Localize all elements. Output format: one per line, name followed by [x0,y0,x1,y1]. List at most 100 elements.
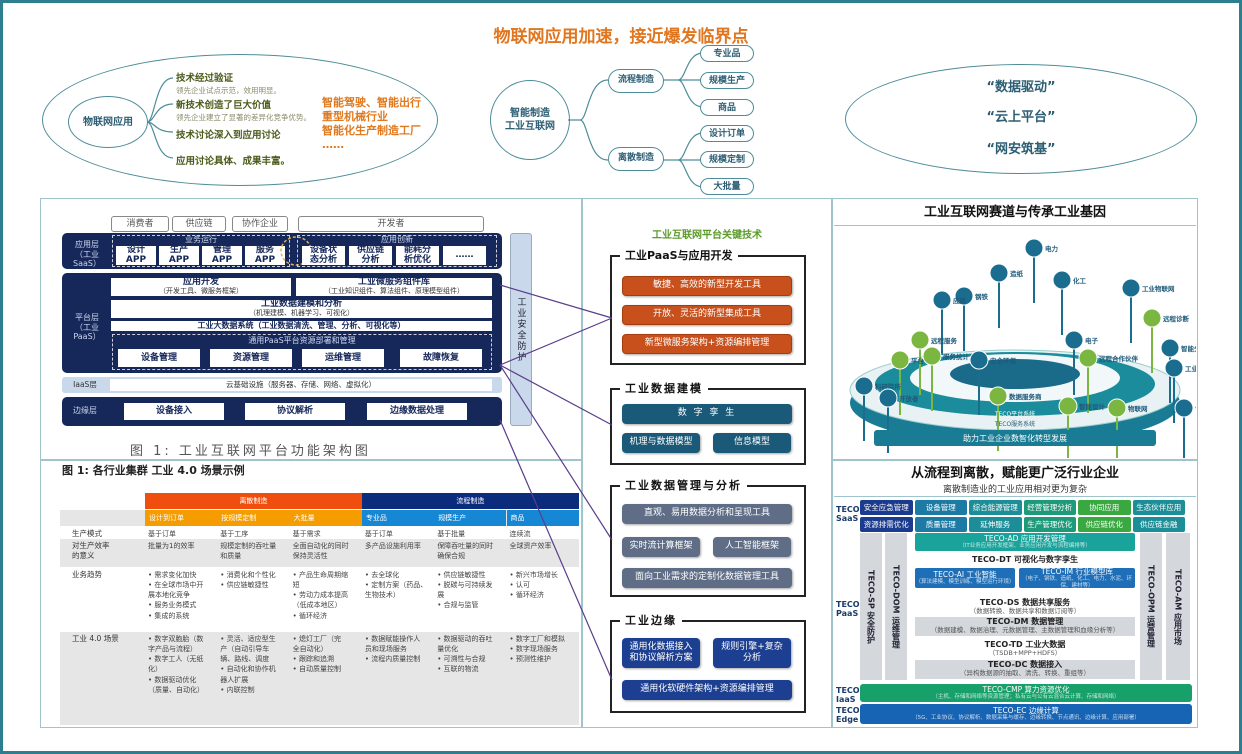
row-label: 工业 4.0 场景 [72,634,119,643]
branch-process-mfg: 流程制造 [608,69,664,93]
table-cell: • 数据赋能操作人 员和现场服务 • 流程内质量控制 [364,635,421,664]
innovation-app: 能耗分析优化 [396,245,439,265]
ring-label: TECO服务系统 [994,420,1035,428]
teco-sp-column: TECO-SP 安全防护 [860,533,882,680]
teco-am-column: TECO-AM 应用市场 [1166,533,1190,680]
industry-node-label: 开放者 [899,394,919,403]
industry-node-label: 专家资源 [1195,404,1196,413]
biz-ops-group [112,235,290,267]
table-cell: 基于批量 [437,530,466,538]
industry-node-label: 造纸 [1010,269,1024,278]
industry-node-icon [989,263,1009,283]
resource-item: 故障恢复 [400,349,482,367]
industry-node-icon [1121,278,1141,298]
row-label: 对生产效率 的意义 [72,541,110,560]
industry-node-label: 平台 [911,356,925,365]
table-cell: 规模定制的吞吐量 和质量 [220,542,277,561]
iaas-layer-label: IaaS层 [73,380,97,389]
tech-item: 面向工业需求的定制化数据管理工具 [622,568,792,588]
table-cell: • 数字工厂和模拟 • 数字现场服务 • 预测性维护 [509,635,565,664]
table-cell: • 产品生命周期缩 短 • 劳动力成本提高 （低成本地区） • 循环经济 [292,571,348,620]
slogan-2: “云上平台” [986,110,1056,125]
industry-node-label: 安全环保 [990,356,1017,365]
table-cell: 基于工序 [220,530,249,538]
industry-node-icon [854,376,874,396]
leaf-node: 规模定制 [700,151,754,168]
slogan-1: “数据驱动” [986,80,1056,95]
table-cell: • 灵活、适应型生 产（自动引导车 辆、路线、调度 • 自动化和协作机 器人扩展… [220,635,276,694]
table-cell: • 消费化和个性化 • 供应链敏捷性 [220,571,276,590]
tech-group-title: 工业PaaS与应用开发 [620,247,738,263]
teco-cmp-box: TECO-CMP 算力资源优化（主机、存储和网络等资源管理；私有云与公有云混合云… [860,684,1192,702]
slogan-ellipse [845,64,1197,174]
iot-app-ellipse [42,54,438,186]
teco-saas-item: 经营管理分析 [1023,500,1076,515]
column-header: 设计到订单 [145,510,218,526]
industry-node-label: 工业物联网 [1142,284,1175,293]
resource-item: 资源管理 [210,349,292,367]
table-cell: • 去全球化 • 定制方案（药品、 生物技术） [364,571,428,600]
teco-im-box: TECO-IM 行业模型库（电子、钢铁、造纸、化工、电力、水泥、环保、建材等） [1019,567,1135,589]
leaf-node: 设计订单 [700,125,754,142]
arch-caption: 图 1: 工业互联网平台功能架构图 [130,444,371,459]
column-header: 商品（commodities） [506,510,579,538]
industry-node-label: 远程合作伙伴 [1099,354,1139,363]
teco-paas-label: TECO PaaS [836,600,860,619]
leaf-node: 规模生产 [700,72,754,89]
ecosystem-diagram: 电力造纸化工钢铁应用工业物联网远程服务电子远程诊断远程合作伙伴服务统计分析安全环… [849,238,1196,458]
biz-ops-label: 业务运行 [185,235,217,244]
iot-item-2: 新技术创造了巨大价值领先企业建立了显著的差异化竞争优势。 [176,100,311,122]
user-tag: 开发者 [298,216,484,232]
industry-node-label: 远程服务 [931,336,958,345]
user-tag: 供应链 [172,216,226,232]
resource-item: 设备管理 [118,349,200,367]
iaas-content: 云基础设施（服务器、存储、网络、虚拟化） [110,379,492,391]
teco-saas-item: 质量管理 [914,517,967,532]
industry-node-label: 物联网 [1128,404,1148,413]
tech-item: 新型微服务架构+资源编排管理 [622,334,792,354]
teco-saas-item: 资源排需优化 [860,517,913,532]
leaf-node: 专业品 [700,45,754,62]
tech-item: 实时流计算框架 [622,537,700,557]
teco-ai-box: TECO-AI 工业智能（算法建模、模型训练、模型运行环境） [915,568,1015,588]
teco-saas-item: 综合能源管理 [969,500,1022,515]
row-band [60,632,579,725]
teco-saas-item: 安全应急管理 [860,500,913,515]
table-cell: • 新兴市场增长 • 认可 • 循环经济 [509,571,558,600]
teco-iaas-label: TECO IaaS [836,686,860,705]
industry-node-label: 工业企业 [1185,364,1196,373]
industry-node-icon [1174,398,1194,418]
tech-item: 机理与数据模型 [622,433,700,453]
industry-node-icon [954,286,974,306]
industry-node-icon [969,350,989,370]
row-label: 业务趋势 [72,570,102,579]
teco-ad-box: TECO-AD 应用开发管理（IT业务应用开发框架、业务应用开发与流程编排等） [915,533,1135,551]
teco-dom-column: TECO-DOM 运维管理 [885,533,907,680]
table-cell: 连续流 [509,530,531,538]
industry-node-icon [1107,398,1127,418]
edge-layer-label: 边缘层 [73,406,97,415]
table-cell: • 数字双胞胎（数 字产品与流程） • 数字工人（无纸 化） • 数据驱动优化 … [148,635,204,694]
industry-node-icon [890,350,910,370]
iot-item-1: 技术经过验证领先企业试点示范，效用明显。 [176,73,281,95]
teco-ec-box: TECO-EC 边缘计算（5G、工业协议、协议解析、数据采集与缓存、边缘转换、节… [860,704,1192,724]
industry-node-label: 科研院所 [875,382,902,391]
table-cell: • 数据驱动的吞吐 量优化 • 可溯性与合规 • 互联的物流 [437,635,493,674]
resource-item: 运维管理 [302,349,384,367]
industry-node-label: 应用 [953,296,966,305]
paas-layer-label: 平台层 （工业PaaS） [73,313,101,342]
teco-ds-row: TECO-DS 数据共享服务（数据转换、数据共享和数据订阅等） [969,598,1081,615]
row-band [60,539,579,567]
teco-saas-item: 设备管理 [914,500,967,515]
iot-item-4: 应用讨论具体、成果丰富。 [176,156,291,167]
security-column: 工业安全防护 [510,233,532,426]
keytech-title: 工业互联网平台关键技术 [652,230,762,241]
resource-group [112,334,492,370]
ring-label: TECO平台系统 [994,410,1035,418]
industry-node-icon [878,388,898,408]
teco-opm-column: TECO-OPM 运营管理 [1140,533,1162,680]
teco-td-row: TECO-TD 工业大数据（TSDB+MPP+HDFS） [984,640,1066,657]
